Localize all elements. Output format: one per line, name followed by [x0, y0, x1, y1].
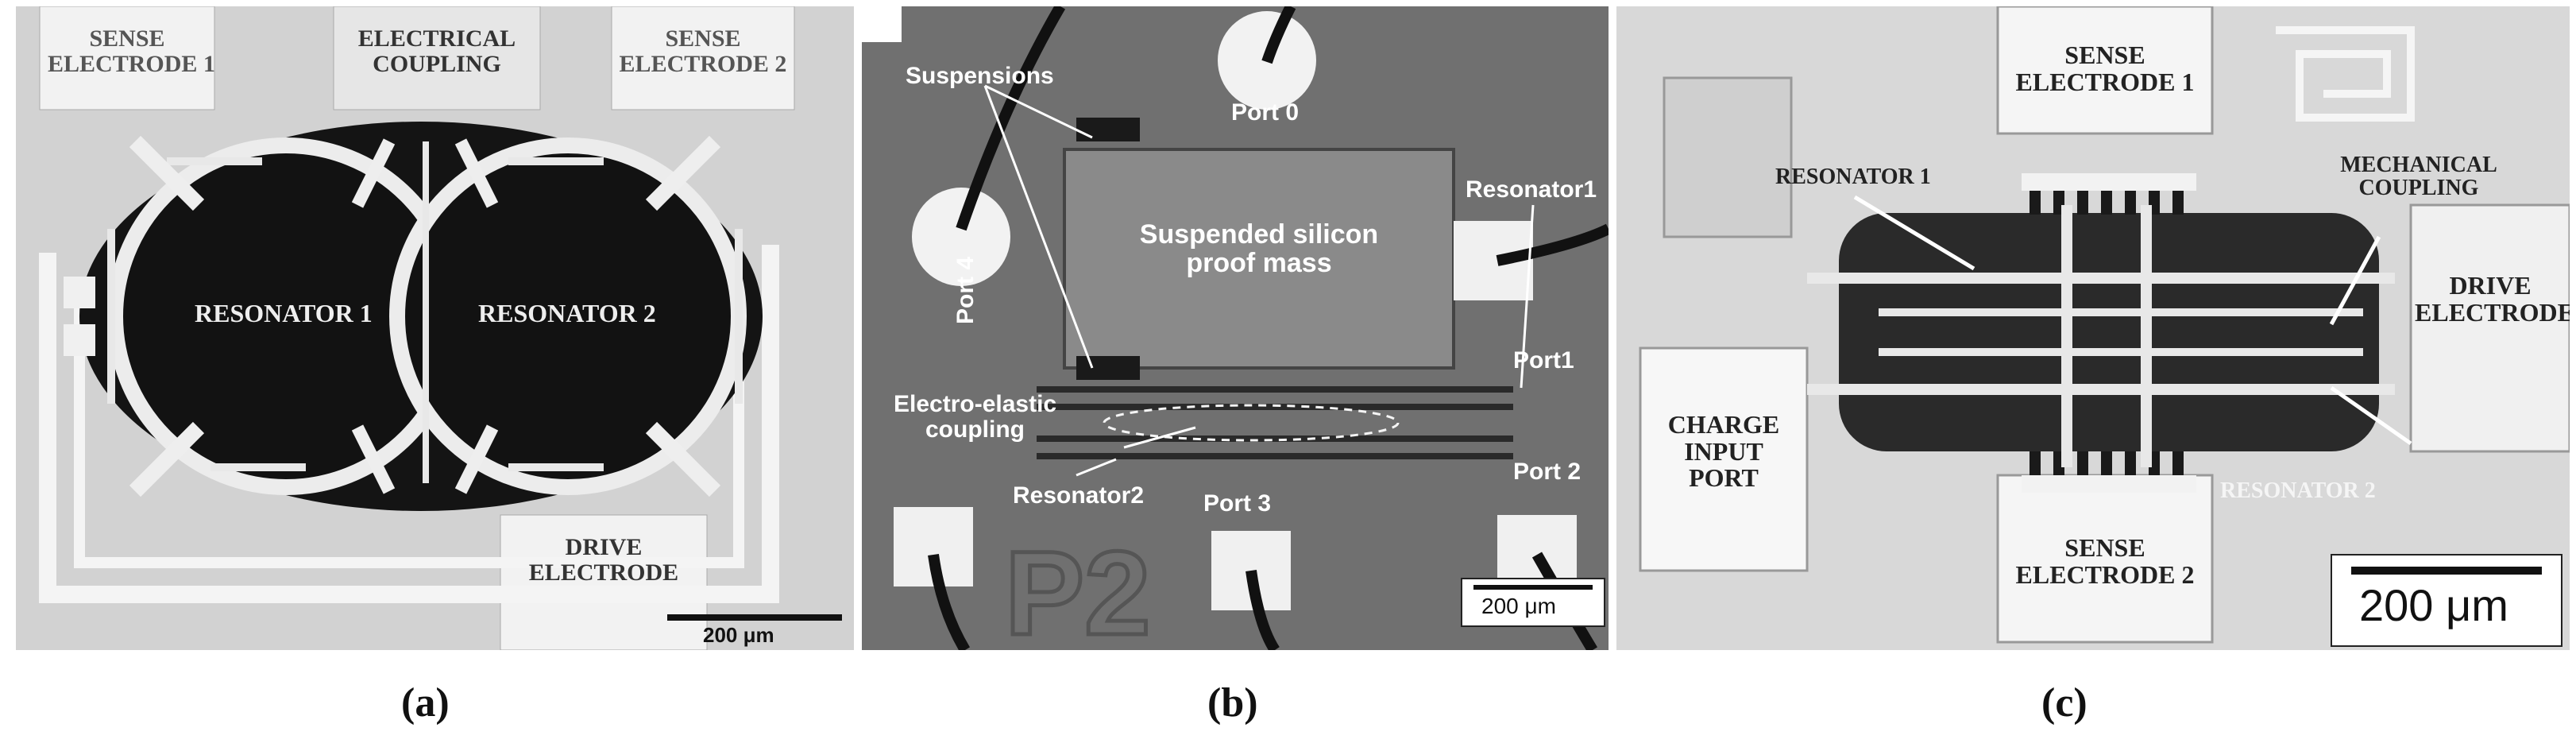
text: ELECTRODE 1	[48, 50, 215, 77]
text: Electro-elastic	[894, 391, 1057, 417]
label-port-2: Port 2	[1513, 459, 1582, 485]
label-port-0: Port 0	[1231, 99, 1300, 126]
scale-label: 200 μm	[2359, 580, 2508, 630]
text: ELECTRODE 2	[2015, 559, 2195, 589]
label-resonator-2: RESONATOR 2	[2220, 478, 2376, 503]
label-suspensions: Suspensions	[906, 63, 1054, 89]
label-port-1: Port1	[1513, 347, 1574, 374]
text: SENSE	[2064, 41, 2145, 69]
text: ELECTRODE	[2415, 297, 2570, 327]
panel-c-device-drawing	[1616, 6, 2570, 650]
scale-label: 200 μm	[1481, 594, 1556, 618]
label-resonator-2: RESONATOR 2	[478, 299, 656, 327]
text: SENSE	[2064, 533, 2145, 562]
caption-c: (c)	[2041, 680, 2087, 726]
label-resonator-1: RESONATOR 1	[1775, 165, 1931, 189]
text: CHARGE	[1667, 410, 1780, 439]
text: DRIVE	[2449, 271, 2532, 300]
text: INPUT	[1684, 436, 1763, 466]
text: COUPLING	[373, 50, 501, 77]
text: P2	[1005, 526, 1150, 650]
text: ELECTRODE 1	[2015, 67, 2195, 96]
caption-b: (b)	[1207, 680, 1258, 726]
scale-label: 200 μm	[703, 623, 774, 647]
text: proof mass	[1186, 247, 1332, 278]
label-resonator1: Resonator1	[1466, 176, 1597, 203]
text: SENSE	[89, 25, 165, 52]
label-port-3: Port 3	[1203, 490, 1272, 517]
panel-b-device-drawing: P2	[862, 6, 1609, 650]
text: PORT	[1689, 463, 1759, 493]
text: MECHANICAL	[2340, 153, 2497, 177]
text: COUPLING	[2358, 176, 2479, 201]
text: DRIVE	[565, 534, 643, 560]
text: coupling	[925, 416, 1025, 443]
label-port-4: Port 4	[952, 256, 979, 324]
caption-a: (a)	[401, 680, 450, 726]
text: Suspended silicon	[1139, 219, 1379, 250]
text: ELECTRICAL	[357, 25, 516, 52]
panel-a-device-drawing	[16, 6, 854, 650]
label-resonator2: Resonator2	[1013, 482, 1145, 509]
text: SENSE	[665, 25, 741, 52]
text: ELECTRODE	[528, 559, 679, 586]
text: ELECTRODE 2	[619, 50, 787, 77]
label-resonator-1: RESONATOR 1	[195, 299, 373, 327]
